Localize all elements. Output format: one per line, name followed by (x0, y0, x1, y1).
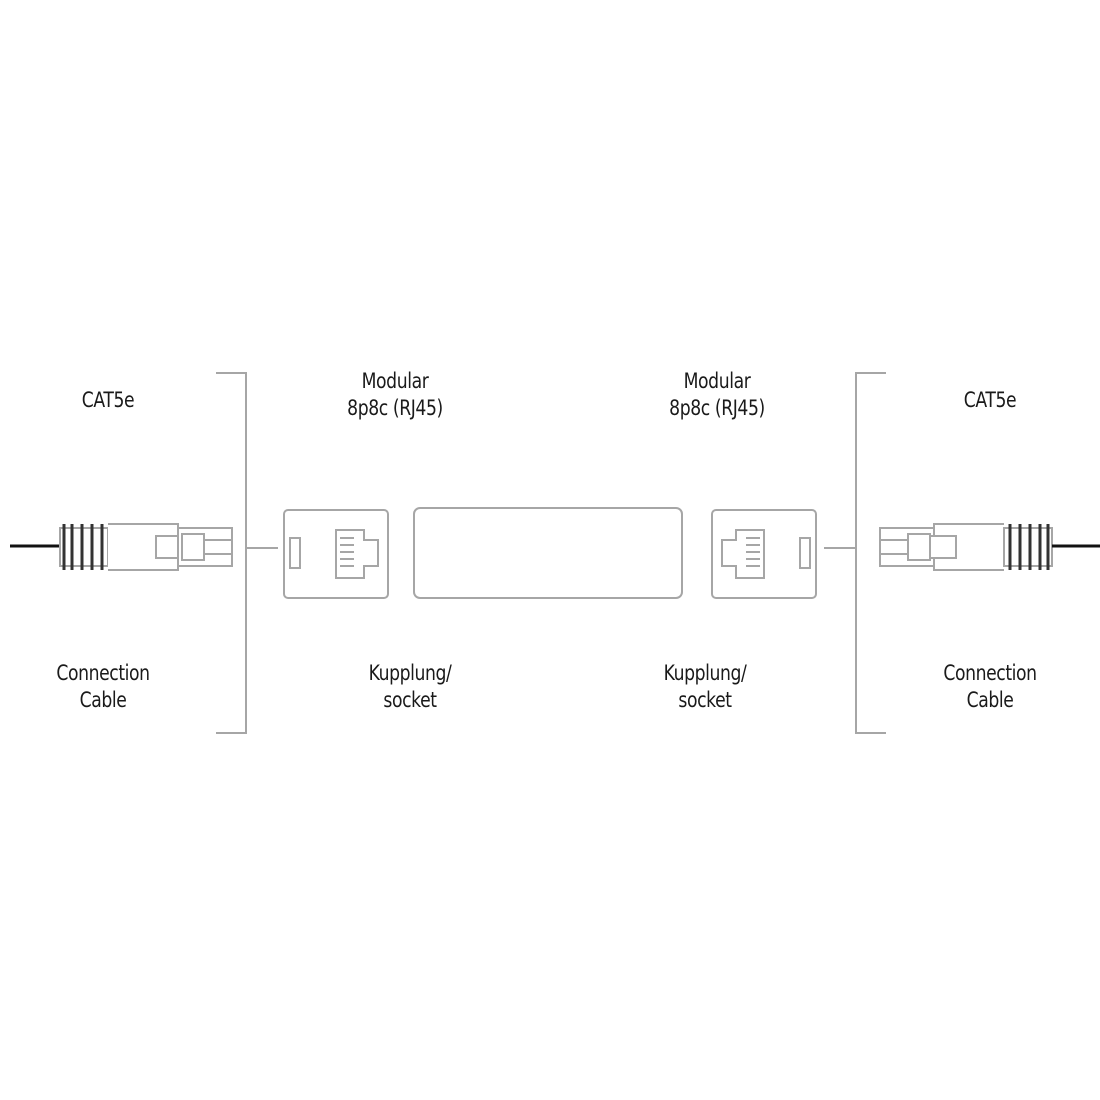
left-bracket (216, 372, 278, 734)
right-top-line1: Modular (683, 369, 751, 393)
right-top-coupler-label: Modular 8p8c (RJ45) (660, 368, 775, 422)
right-bottom-line2: socket (678, 688, 732, 712)
left-category-text: CAT5e (81, 388, 135, 412)
left-caption-line1: Connection (56, 661, 150, 685)
left-caption: Connection Cable (50, 660, 157, 714)
right-bottom-line1: Kupplung/ (663, 661, 747, 685)
right-caption-line2: Cable (966, 688, 1014, 712)
left-caption-line2: Cable (79, 688, 127, 712)
left-bottom-line1: Kupplung/ (368, 661, 452, 685)
right-caption: Connection Cable (937, 660, 1044, 714)
left-top-coupler-label: Modular 8p8c (RJ45) (338, 368, 453, 422)
right-bracket (824, 372, 886, 734)
right-bottom-coupler-label: Kupplung/ socket (652, 660, 759, 714)
right-top-line2: 8p8c (RJ45) (669, 396, 765, 420)
left-category-label: CAT5e (67, 387, 149, 414)
left-bottom-line2: socket (383, 688, 437, 712)
left-top-line1: Modular (361, 369, 429, 393)
right-rj45-socket (711, 509, 817, 599)
right-caption-line1: Connection (943, 661, 1037, 685)
left-rj45-plug (10, 523, 233, 571)
right-category-text: CAT5e (963, 388, 1017, 412)
left-bottom-coupler-label: Kupplung/ socket (357, 660, 464, 714)
right-rj45-plug (879, 523, 1100, 571)
left-rj45-socket (283, 509, 389, 599)
coupler-housing (413, 507, 683, 599)
right-category-label: CAT5e (949, 387, 1031, 414)
left-top-line2: 8p8c (RJ45) (347, 396, 443, 420)
